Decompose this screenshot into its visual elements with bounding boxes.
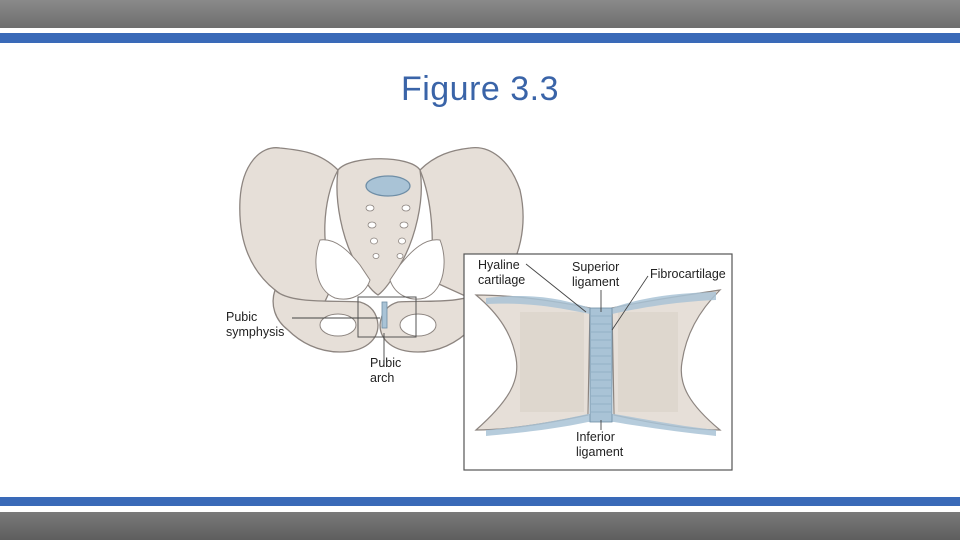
sacral-foramina xyxy=(365,204,411,259)
label-pubic-arch: Pubic arch xyxy=(370,356,402,385)
pelvic-inlet-right xyxy=(389,239,445,300)
label-inferior-ligament: Inferior ligament xyxy=(576,430,624,459)
label-pubic-symphysis: Pubic symphysis xyxy=(226,310,285,339)
right-obturator-foramen xyxy=(399,313,437,337)
top-accent-stripe xyxy=(0,33,960,43)
pubic-symphysis-mark xyxy=(381,301,388,329)
pelvis-illustration xyxy=(239,147,733,471)
sacral-disc xyxy=(365,175,411,197)
label-hyaline-cartilage: Hyaline cartilage xyxy=(478,258,526,287)
left-obturator-foramen xyxy=(319,313,357,337)
inset-detail xyxy=(474,263,722,436)
inset-fibrocartilage-disc xyxy=(589,307,613,423)
label-fibrocartilage: Fibrocartilage xyxy=(650,267,726,281)
inset-right-texture xyxy=(618,312,678,412)
inset-superior-ligament xyxy=(486,292,716,314)
fibrocartilage-striations xyxy=(591,315,611,413)
bottom-footer-bar xyxy=(0,512,960,540)
inset-marker-box xyxy=(357,296,417,338)
pelvis-figure: Pubic symphysis Pubic arch Hyaline carti… xyxy=(220,130,740,475)
leader-hyaline xyxy=(525,263,587,313)
bottom-accent-stripe xyxy=(0,497,960,506)
label-superior-ligament: Superior ligament xyxy=(572,260,620,289)
slide-title: Figure 3.3 xyxy=(400,70,560,108)
pelvic-inlet xyxy=(315,239,371,300)
inset-left-texture xyxy=(520,312,584,412)
leader-fibrocartilage xyxy=(611,275,649,331)
top-header-bar xyxy=(0,0,960,28)
